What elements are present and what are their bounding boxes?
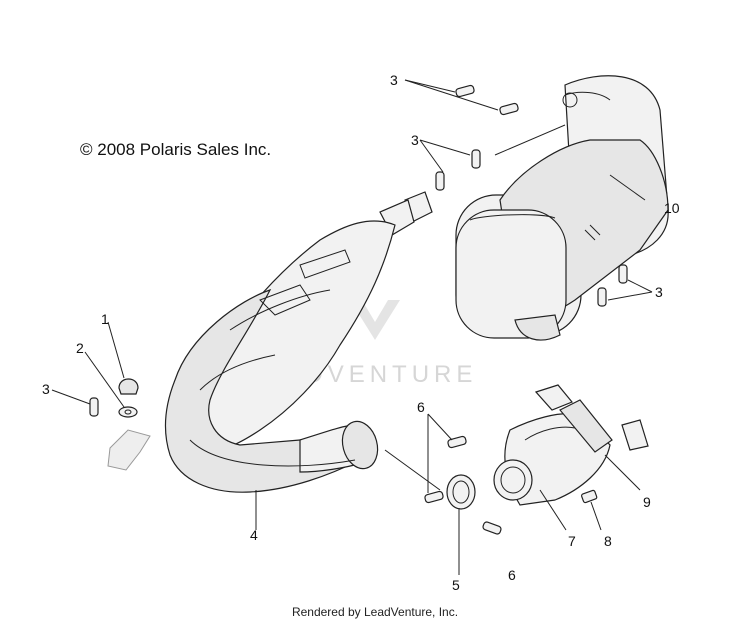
spring-1[interactable] — [455, 84, 475, 98]
callout-3-left: 3 — [42, 381, 50, 397]
plug-part-8[interactable] — [581, 489, 598, 504]
callout-8: 8 — [604, 533, 612, 549]
leader-lines — [51, 79, 653, 575]
callout-6-upper: 6 — [417, 399, 425, 415]
callout-5: 5 — [452, 577, 460, 593]
spring-3[interactable] — [471, 149, 481, 169]
exhaust-manifold-part-7[interactable] — [493, 399, 613, 506]
spring-5[interactable] — [618, 264, 628, 284]
spring-9[interactable] — [424, 490, 444, 504]
spring-7[interactable] — [89, 397, 99, 417]
callout-4: 4 — [250, 527, 258, 543]
silencer-part-10[interactable] — [455, 75, 669, 341]
callout-7: 7 — [568, 533, 576, 549]
spring-2[interactable] — [499, 102, 519, 116]
spring-6[interactable] — [597, 287, 607, 307]
callout-3-right: 3 — [655, 284, 663, 300]
seal-ring-part-5[interactable] — [446, 474, 476, 510]
spring-4[interactable] — [435, 171, 445, 191]
mounting-bracket — [107, 429, 151, 471]
callout-3-upper: 3 — [411, 132, 419, 148]
callout-1: 1 — [101, 311, 109, 327]
gasket-part-9[interactable] — [534, 384, 649, 451]
spring-10[interactable] — [482, 521, 502, 535]
callout-9: 9 — [643, 494, 651, 510]
washer-part-2[interactable] — [118, 406, 138, 418]
callout-2: 2 — [76, 340, 84, 356]
spring-8[interactable] — [447, 435, 467, 449]
exhaust-pipe-part-4[interactable] — [164, 191, 433, 493]
springs[interactable] — [89, 84, 628, 535]
callout-3-top: 3 — [390, 72, 398, 88]
callout-10: 10 — [664, 200, 680, 216]
copyright-text: © 2008 Polaris Sales Inc. — [80, 140, 272, 159]
footer-credit: Rendered by LeadVenture, Inc. — [291, 605, 459, 619]
callout-6-lower: 6 — [508, 567, 516, 583]
grommet-part-1[interactable] — [118, 378, 139, 395]
